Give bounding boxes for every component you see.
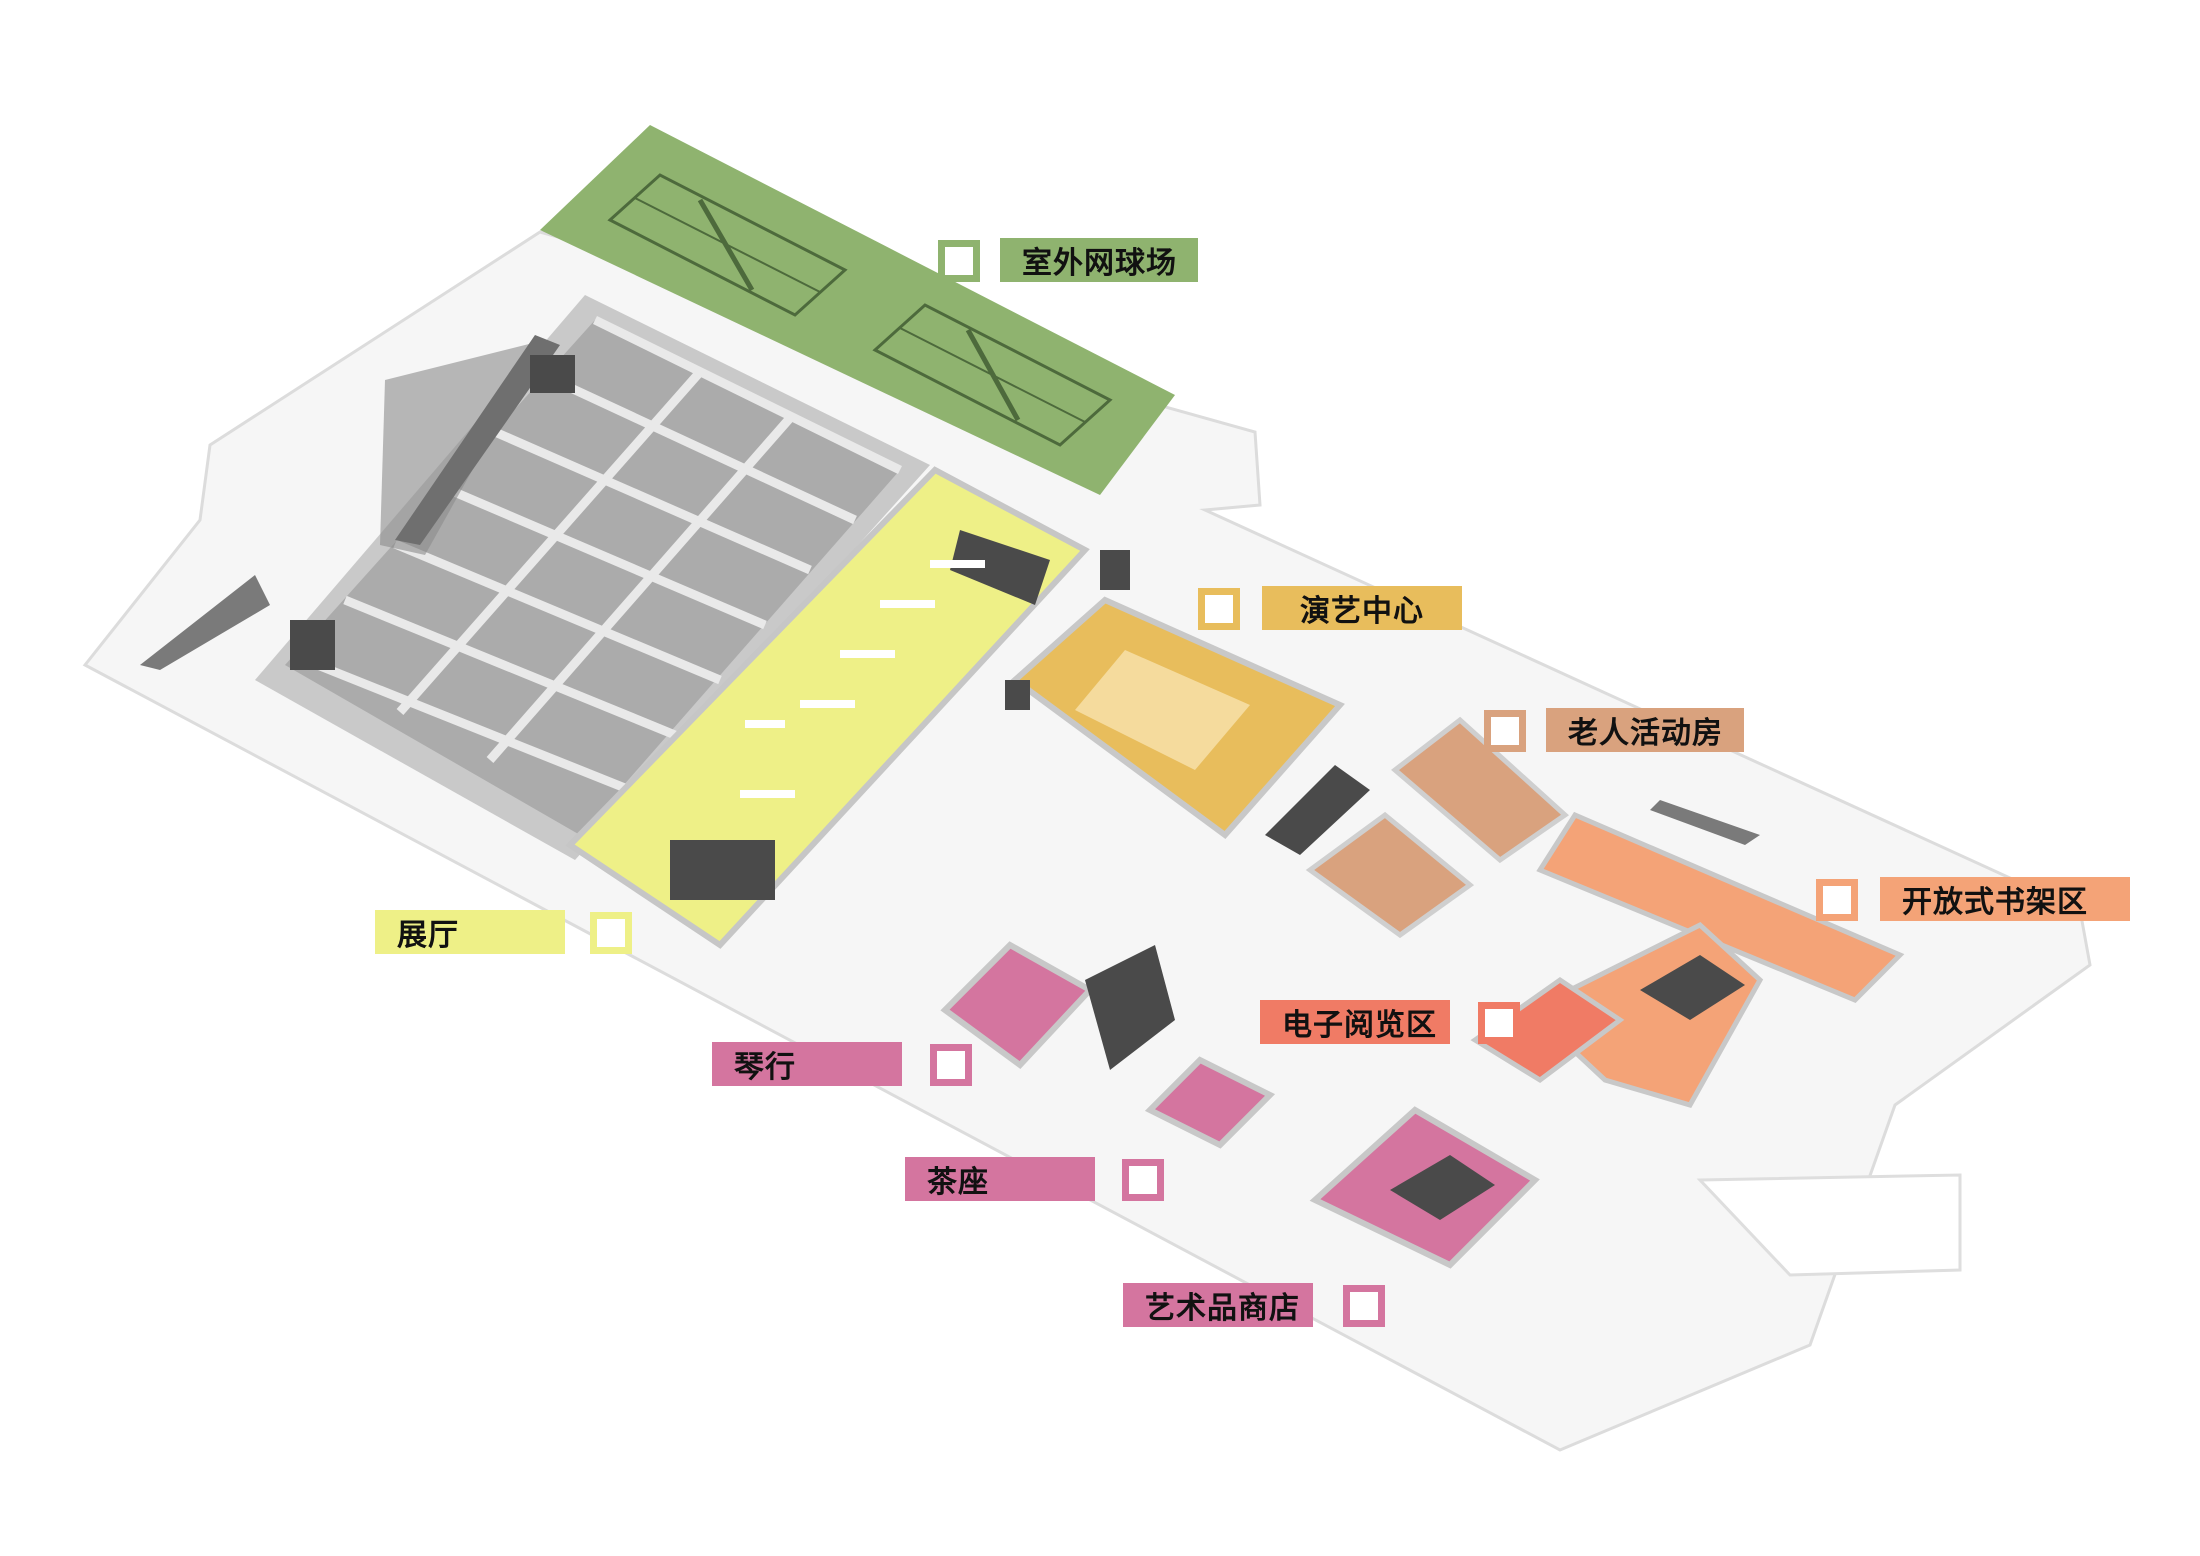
- marker-tea-house[interactable]: [1122, 1159, 1164, 1201]
- marker-bookshelf-area[interactable]: [1816, 879, 1858, 921]
- label-tennis-court: 室外网球场: [1000, 238, 1198, 282]
- label-theater: 演艺中心: [1262, 586, 1462, 630]
- marker-piano-store[interactable]: [930, 1044, 972, 1086]
- marker-elderly-room[interactable]: [1484, 710, 1526, 752]
- bookshelf-area-floor: [1525, 811, 1905, 1108]
- label-exhibition-hall: 展厅: [375, 910, 565, 954]
- label-art-shop: 艺术品商店: [1123, 1283, 1313, 1327]
- exhibition-hall-floor: [565, 466, 1090, 949]
- elderly-activity-rooms: [1305, 716, 1570, 939]
- marker-tennis-court[interactable]: [938, 240, 980, 282]
- label-bookshelf-area: 开放式书架区: [1880, 877, 2130, 921]
- marker-theater[interactable]: [1198, 588, 1240, 630]
- label-piano-store: 琴行: [712, 1042, 902, 1086]
- marker-exhibition-hall[interactable]: [590, 912, 632, 954]
- marker-e-reading[interactable]: [1478, 1002, 1520, 1044]
- label-tea-house: 茶座: [905, 1157, 1095, 1201]
- label-elderly-room: 老人活动房: [1546, 708, 1744, 752]
- label-e-reading: 电子阅览区: [1260, 1000, 1450, 1044]
- marker-art-shop[interactable]: [1343, 1285, 1385, 1327]
- arts-rooms: [940, 941, 1540, 1269]
- tennis-court-area: [540, 125, 1175, 495]
- e-reading-floor: [1470, 976, 1625, 1084]
- sports-hall: [255, 295, 930, 860]
- theater-floor: [1005, 550, 1370, 855]
